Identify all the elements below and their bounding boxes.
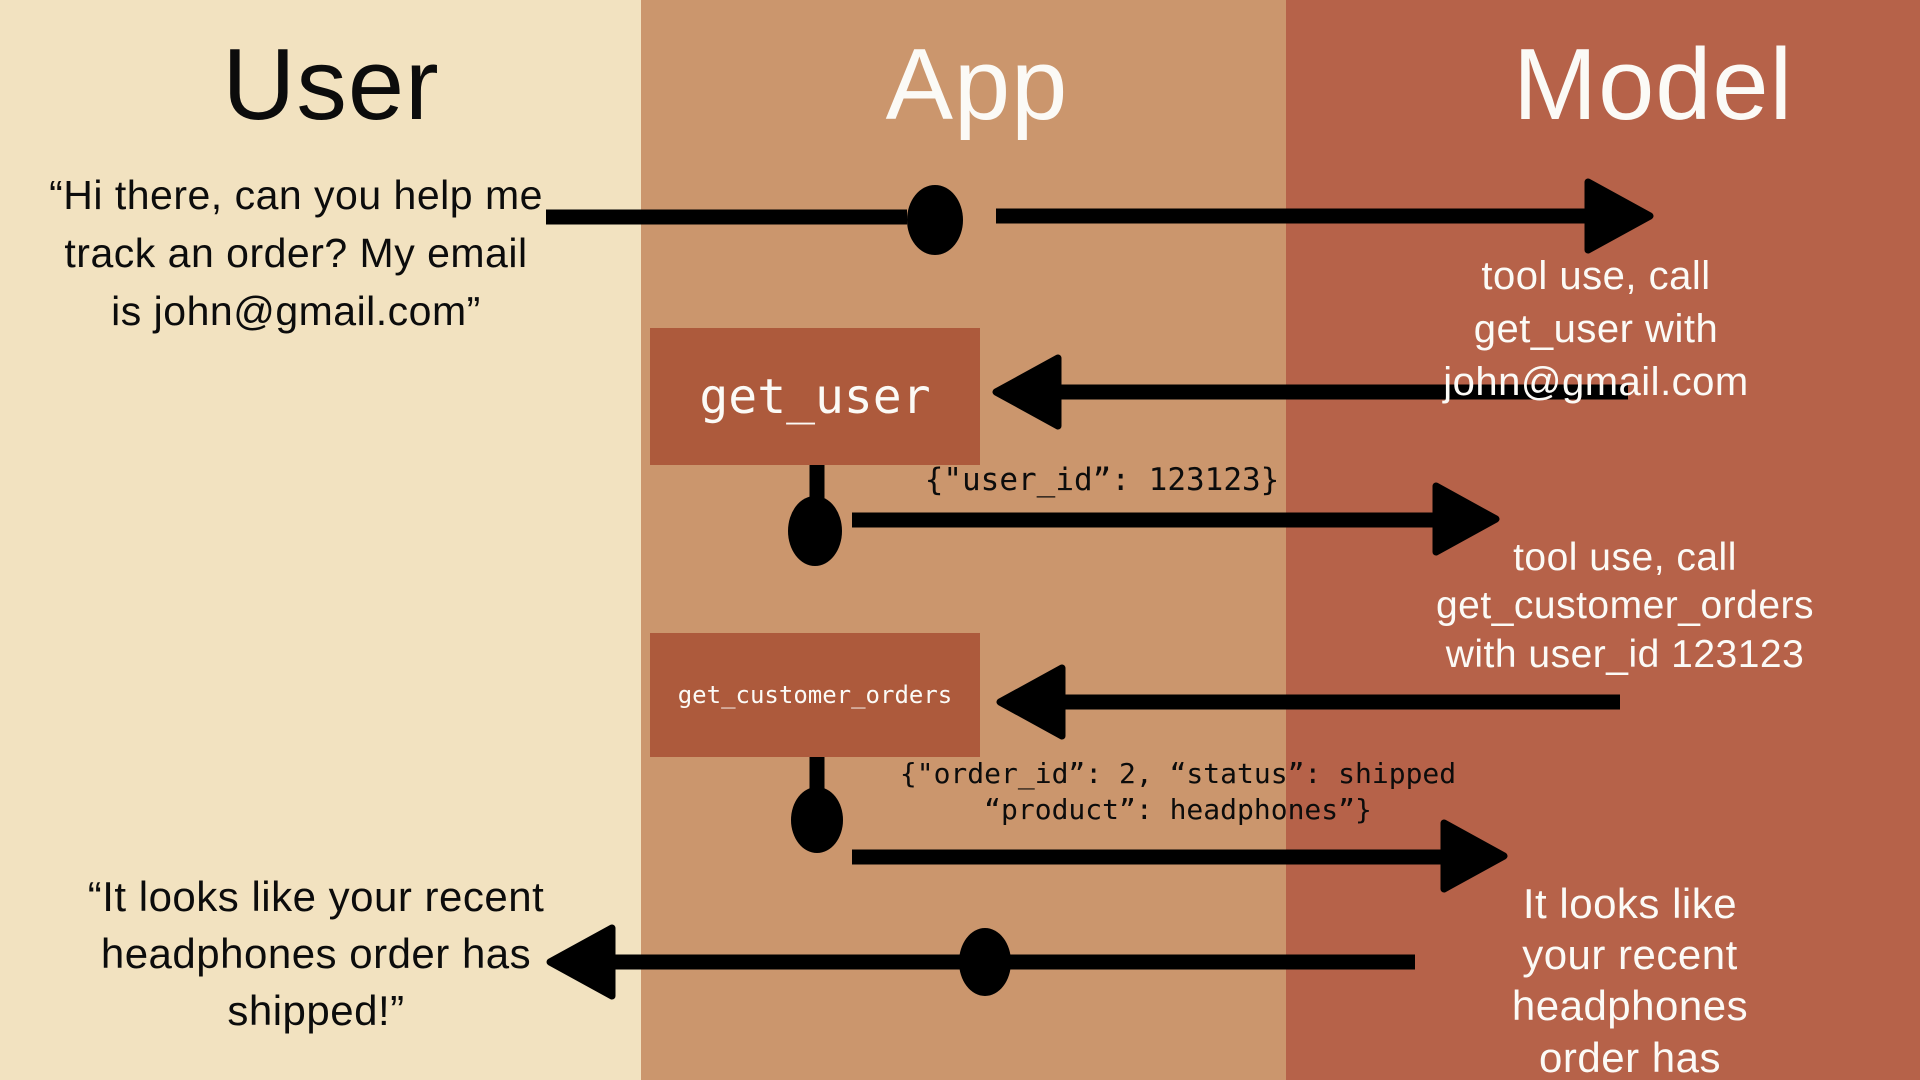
get-user-result-label: {"user_id”: 123123} xyxy=(924,462,1280,498)
app-lane xyxy=(641,0,1286,1080)
model-final-response-text: It looks like your recent headphones ord… xyxy=(1511,880,1749,1080)
get-customer-orders-tool-label: get_customer_orders xyxy=(677,681,953,709)
user-lane-title: User xyxy=(222,29,440,141)
get-customer-orders-result-label: {"order_id”: 2, “status”: shipped “produ… xyxy=(899,757,1457,826)
model-lane-title: Model xyxy=(1512,29,1794,141)
get-user-tool-box: get_user xyxy=(650,328,980,465)
model-tool-call-2-text: tool use, call get_customer_orders with … xyxy=(1435,536,1815,676)
user-lane xyxy=(0,0,641,1080)
user-request-message: “Hi there, can you help me track an orde… xyxy=(49,172,543,335)
app-lane-title: App xyxy=(885,29,1069,141)
user-final-message: “It looks like your recent headphones or… xyxy=(87,873,545,1035)
get-user-tool-label: get_user xyxy=(699,368,931,425)
get-customer-orders-tool-box: get_customer_orders xyxy=(650,633,980,757)
model-tool-call-1-text: tool use, call get_user with john@gmail.… xyxy=(1443,254,1749,404)
